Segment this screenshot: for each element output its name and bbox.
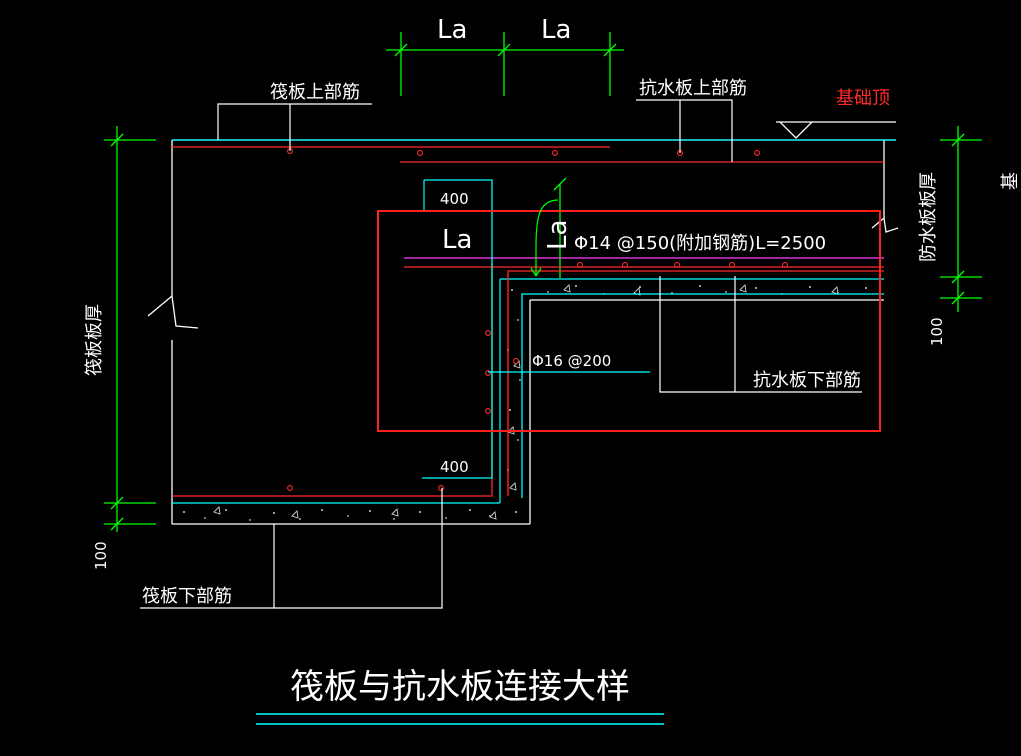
rebar-lines [172, 139, 896, 498]
waterproof-top-rebar-label: 抗水板上部筋 [639, 78, 747, 99]
stirrup-leader [423, 180, 650, 373]
anchor-hook [530, 199, 559, 277]
concrete-hatch-triangles [213, 284, 839, 520]
stirrup-rebar-label: Φ16 @200 [532, 352, 611, 370]
foundation-top-symbol [776, 121, 896, 139]
edge-text: 基 [1000, 172, 1021, 190]
dim-400-top: 400 [440, 190, 469, 208]
waterproof-bottom-rebar-label: 抗水板下部筋 [753, 370, 861, 391]
foundation-top-label: 基础顶 [836, 88, 890, 109]
leader-lines [140, 99, 862, 609]
dim-la-1: La [437, 15, 467, 45]
raft-bottom-rebar-label: 筏板下部筋 [142, 586, 232, 607]
concrete-outline [147, 139, 899, 525]
additional-rebar-label: Φ14 @150(附加钢筋)L=2500 [574, 233, 826, 254]
waterproof-thickness-label: 防水板板厚 [918, 172, 939, 262]
drawing-title: 筏板与抗水板连接大样 [290, 667, 630, 707]
highlight-box [377, 210, 881, 432]
concrete-hatch-dots [183, 285, 867, 521]
raft-thickness-label: 筏板板厚 [84, 304, 105, 376]
anchor-la-vertical: La [543, 220, 573, 250]
dim-la-2: La [541, 15, 571, 45]
dim-100-right: 100 [928, 317, 946, 346]
anchor-la-horizontal: La [442, 225, 472, 255]
dim-400-bottom: 400 [440, 458, 469, 476]
title-underline [256, 713, 664, 725]
dim-100-left: 100 [92, 541, 110, 570]
raft-top-rebar-label: 筏板上部筋 [270, 82, 360, 103]
dimension-lines [104, 32, 982, 532]
rebar-dots [287, 148, 788, 491]
cushion-layer [172, 278, 884, 504]
